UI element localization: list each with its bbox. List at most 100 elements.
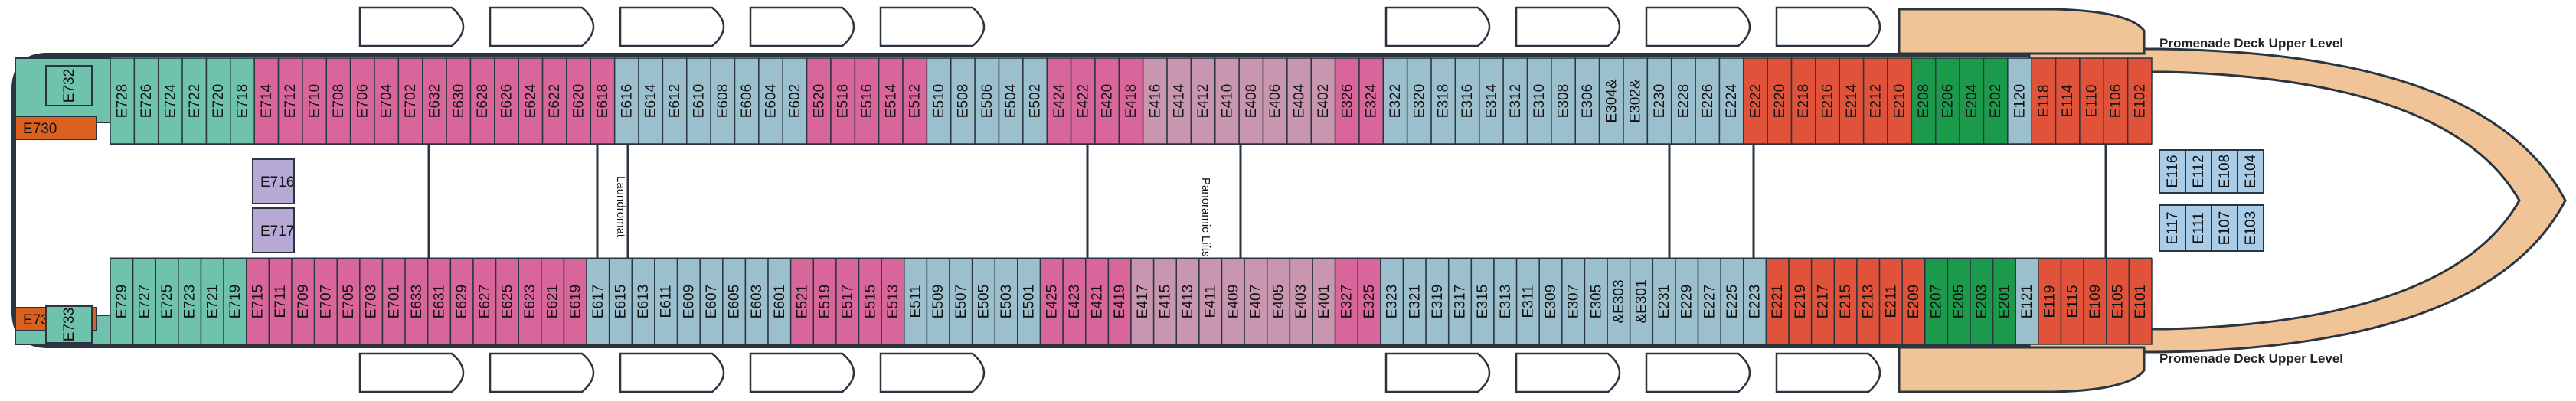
bottom-cabin-E621[interactable] [541, 258, 565, 345]
bottom-cabin-E201[interactable] [1992, 258, 2017, 345]
bottom-cabin-E303[interactable] [1607, 258, 1631, 345]
bottom-cabin-E121[interactable] [2015, 258, 2039, 345]
bottom-cabin-E413[interactable] [1175, 258, 1200, 345]
top-cabin-E608[interactable] [710, 57, 736, 145]
top-cabin-E320[interactable] [1406, 57, 1432, 145]
bottom-cabin-E615[interactable] [608, 258, 633, 345]
top-cabin-E612[interactable] [662, 57, 688, 145]
bottom-cabin-E307[interactable] [1561, 258, 1586, 345]
top-cabin-E704[interactable] [374, 57, 400, 145]
top-cabin-E632[interactable] [421, 57, 447, 145]
top-cabin-E110[interactable] [2079, 57, 2105, 145]
top-cabin-E204[interactable] [1959, 57, 1985, 145]
top-cabin-E726[interactable] [133, 57, 159, 145]
top-cabin-E218[interactable] [1790, 57, 1816, 145]
top-cabin-E622[interactable] [541, 57, 567, 145]
top-cabin-E720[interactable] [205, 57, 231, 145]
top-cabin-E414[interactable] [1166, 57, 1192, 145]
bottom-cabin-E609[interactable] [676, 258, 701, 345]
bottom-cabin-E203[interactable] [1970, 258, 1994, 345]
top-cabin-E302[interactable] [1623, 57, 1649, 145]
top-cabin-E708[interactable] [325, 57, 351, 145]
bottom-cabin-E619[interactable] [563, 258, 587, 345]
top-cabin-E306[interactable] [1574, 57, 1600, 145]
bottom-cabin-E421[interactable] [1085, 258, 1110, 345]
bottom-cabin-E211[interactable] [1878, 258, 1903, 345]
top-cabin-E212[interactable] [1862, 57, 1888, 145]
bottom-cabin-E727[interactable] [132, 258, 156, 345]
top-cabin-E120[interactable] [2007, 57, 2032, 145]
bottom-cabin-E425[interactable] [1039, 258, 1064, 345]
top-cabin-E106[interactable] [2103, 57, 2129, 145]
bottom-cabin-E623[interactable] [518, 258, 542, 345]
top-cabin-E214[interactable] [1839, 57, 1865, 145]
bottom-cabin-E305[interactable] [1584, 258, 1608, 345]
top-cabin-E630[interactable] [446, 57, 472, 145]
bottom-cabin-E711[interactable] [268, 258, 293, 345]
top-cabin-E304[interactable] [1598, 57, 1624, 145]
top-cabin-E114[interactable] [2055, 57, 2081, 145]
bottom-cabin-E311[interactable] [1515, 258, 1540, 345]
cabin-E103-fwd[interactable] [2237, 204, 2264, 252]
top-cabin-E314[interactable] [1479, 57, 1504, 145]
bottom-cabin-E521[interactable] [789, 258, 815, 345]
top-cabin-E230[interactable] [1646, 57, 1672, 145]
top-cabin-E402[interactable] [1310, 57, 1336, 145]
bottom-cabin-E219[interactable] [1788, 258, 1813, 345]
top-cabin-E416[interactable] [1142, 57, 1168, 145]
top-cabin-E628[interactable] [469, 57, 495, 145]
bottom-cabin-E627[interactable] [472, 258, 497, 345]
bottom-cabin-E323[interactable] [1380, 258, 1404, 345]
bottom-cabin-E213[interactable] [1856, 258, 1881, 345]
top-cabin-E724[interactable] [157, 57, 183, 145]
top-cabin-E202[interactable] [1983, 57, 2009, 145]
bottom-cabin-E519[interactable] [812, 258, 837, 345]
bottom-cabin-E207[interactable] [1924, 258, 1949, 345]
top-cabin-E626[interactable] [494, 57, 519, 145]
top-cabin-E504[interactable] [998, 57, 1024, 145]
top-cabin-E606[interactable] [734, 57, 760, 145]
bottom-cabin-E115[interactable] [2060, 258, 2084, 345]
bottom-cabin-E229[interactable] [1675, 258, 1699, 345]
cabin-E733[interactable] [45, 305, 93, 344]
bottom-cabin-E501[interactable] [1017, 258, 1041, 345]
bottom-cabin-E607[interactable] [699, 258, 724, 345]
cabin-E111-fwd[interactable] [2185, 204, 2212, 252]
top-cabin-E226[interactable] [1695, 57, 1721, 145]
bottom-cabin-E631[interactable] [427, 258, 452, 345]
bottom-cabin-E401[interactable] [1312, 258, 1336, 345]
top-cabin-E722[interactable] [181, 57, 208, 145]
bottom-cabin-E215[interactable] [1833, 258, 1858, 345]
top-cabin-E404[interactable] [1286, 57, 1312, 145]
cabin-E716[interactable] [252, 158, 295, 204]
bottom-cabin-E405[interactable] [1266, 258, 1291, 345]
top-cabin-E712[interactable] [277, 57, 303, 145]
bottom-cabin-E721[interactable] [200, 258, 224, 345]
bottom-cabin-E633[interactable] [404, 258, 429, 345]
cabin-E117-fwd[interactable] [2159, 204, 2186, 252]
bottom-cabin-E221[interactable] [1765, 258, 1790, 345]
cabin-E730[interactable] [15, 116, 97, 140]
top-cabin-E422[interactable] [1070, 57, 1096, 145]
top-cabin-E206[interactable] [1934, 57, 1960, 145]
bottom-cabin-E709[interactable] [291, 258, 315, 345]
bottom-cabin-E225[interactable] [1720, 258, 1744, 345]
cabin-E717[interactable] [252, 207, 295, 253]
top-cabin-E418[interactable] [1118, 57, 1144, 145]
top-cabin-E718[interactable] [230, 57, 255, 145]
cabin-E107-fwd[interactable] [2211, 204, 2238, 252]
top-cabin-E222[interactable] [1743, 57, 1768, 145]
top-cabin-E604[interactable] [758, 57, 783, 145]
top-cabin-E702[interactable] [397, 57, 423, 145]
bottom-cabin-E601[interactable] [767, 258, 792, 345]
top-cabin-E424[interactable] [1046, 57, 1072, 145]
bottom-cabin-E513[interactable] [881, 258, 905, 345]
bottom-cabin-E309[interactable] [1538, 258, 1563, 345]
top-cabin-E412[interactable] [1190, 57, 1216, 145]
top-cabin-E714[interactable] [253, 57, 280, 145]
bottom-cabin-E719[interactable] [223, 258, 247, 345]
top-cabin-E102[interactable] [2127, 57, 2153, 145]
top-cabin-E502[interactable] [1022, 57, 1048, 145]
top-cabin-E728[interactable] [110, 57, 136, 145]
top-cabin-E118[interactable] [2031, 57, 2057, 145]
